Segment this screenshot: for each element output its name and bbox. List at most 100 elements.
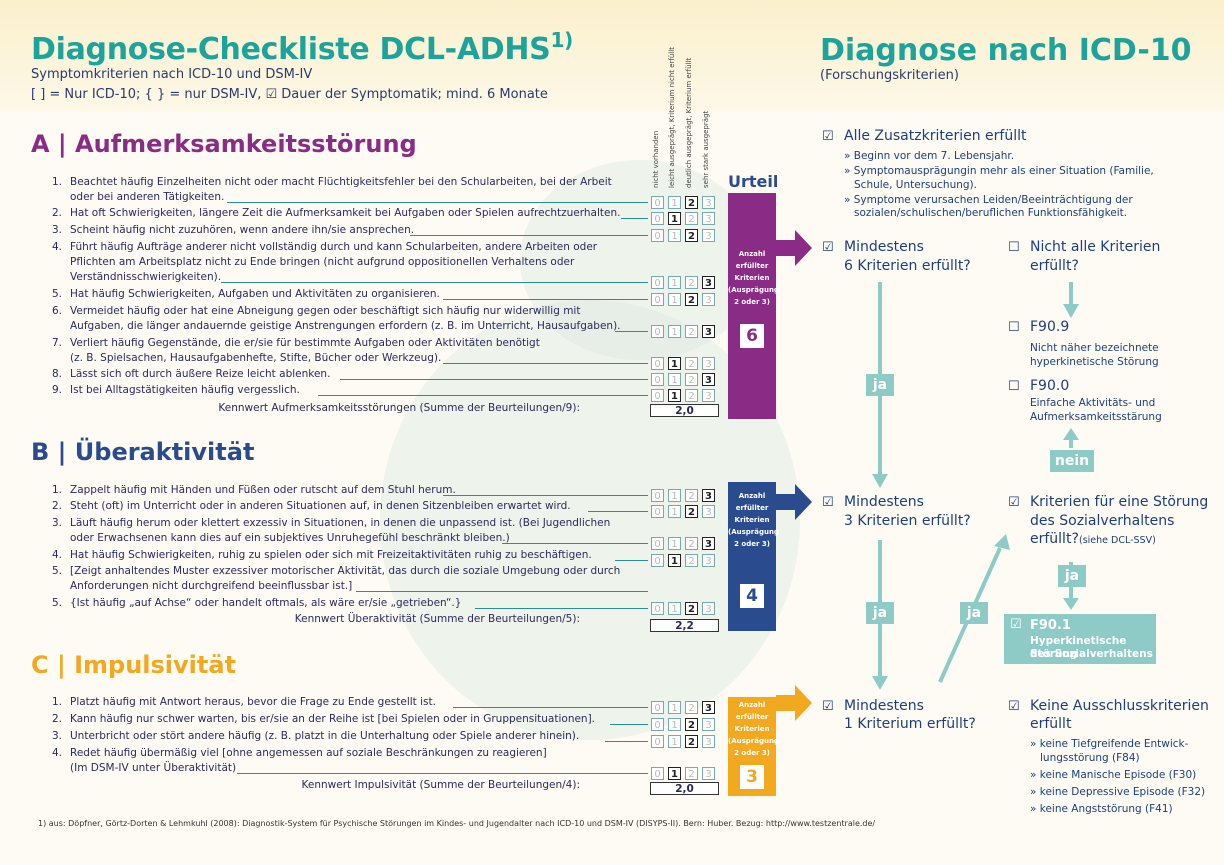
rating-box[interactable]: 3 [702, 373, 715, 386]
rating-box[interactable]: 1 [668, 537, 681, 550]
rating-box[interactable]: 2 [685, 373, 698, 386]
rating-box[interactable]: 0 [651, 389, 664, 402]
rating-box[interactable]: 1 [668, 505, 681, 518]
rating-box[interactable]: 2 [685, 357, 698, 370]
rating-box[interactable]: 2 [685, 701, 698, 714]
rating-box[interactable]: 1 [668, 293, 681, 306]
item-text: Verliert häufig Gegenstände, die er/sie … [70, 337, 540, 349]
rating-box[interactable]: 0 [651, 489, 664, 502]
rating-box[interactable]: 0 [651, 735, 664, 748]
rating-box[interactable]: 1 [668, 212, 681, 225]
rating-box[interactable]: 0 [651, 357, 664, 370]
rating-box[interactable]: 0 [651, 602, 664, 615]
item-text: Hat häufig Schwierigkeiten, ruhig zu spi… [70, 549, 592, 561]
item-number: 5. [51, 288, 62, 300]
item-number: 2. [51, 500, 62, 512]
rating-box[interactable]: 3 [702, 701, 715, 714]
rating-box[interactable]: 2 [685, 554, 698, 567]
rating-box[interactable]: 0 [651, 325, 664, 338]
rating-box[interactable]: 3 [702, 505, 715, 518]
rating-box[interactable]: 1 [668, 767, 681, 780]
rating-box[interactable]: 0 [651, 276, 664, 289]
rating-box[interactable]: 0 [651, 718, 664, 731]
rating-box[interactable]: 0 [651, 701, 664, 714]
item-number: 3. [51, 517, 62, 529]
count-bar-label: Anzahl erfüllter Kriterien (Ausprägung 2… [728, 492, 779, 548]
rating-box[interactable]: 0 [651, 554, 664, 567]
rating-box[interactable]: 2 [685, 602, 698, 615]
rating-box[interactable]: 1 [668, 325, 681, 338]
leader-line [221, 282, 648, 283]
urteil-label: Urteil [728, 172, 779, 191]
rating-box[interactable]: 3 [702, 293, 715, 306]
rating-box[interactable]: 0 [651, 537, 664, 550]
rating-box[interactable]: 2 [685, 537, 698, 550]
rating-box[interactable]: 2 [685, 735, 698, 748]
checked-box-icon: ☑ [1010, 617, 1022, 632]
rating-box[interactable]: 1 [668, 373, 681, 386]
leader-line [588, 511, 648, 512]
page-title: Diagnose-Checkliste DCL-ADHS1) [31, 28, 573, 67]
rating-box[interactable]: 1 [668, 718, 681, 731]
rating-box[interactable]: 3 [702, 325, 715, 338]
leader-line [226, 202, 648, 203]
rating-box[interactable]: 1 [668, 389, 681, 402]
rating-box[interactable]: 2 [685, 212, 698, 225]
kennwert-value-b: 2,2 [650, 619, 719, 632]
leader-line [442, 495, 648, 496]
rating-box[interactable]: 2 [685, 276, 698, 289]
rating-box[interactable]: 1 [668, 735, 681, 748]
rating-box[interactable]: 2 [685, 325, 698, 338]
rating-box[interactable]: 3 [702, 602, 715, 615]
rating-box[interactable]: 2 [685, 389, 698, 402]
rating-box[interactable]: 3 [702, 718, 715, 731]
rating-box[interactable]: 3 [702, 196, 715, 209]
rating-box[interactable]: 2 [685, 718, 698, 731]
rating-box[interactable]: 2 [685, 505, 698, 518]
rating-box[interactable]: 3 [702, 554, 715, 567]
rating-box[interactable]: 1 [668, 489, 681, 502]
checked-box-icon: ☑ [822, 495, 834, 510]
rating-box[interactable]: 1 [668, 229, 681, 242]
ja-label: ja [866, 602, 894, 624]
rating-box[interactable]: 3 [702, 537, 715, 550]
rating-box[interactable]: 2 [685, 229, 698, 242]
rating-box[interactable]: 1 [668, 276, 681, 289]
rating-box[interactable]: 3 [702, 276, 715, 289]
item-text: Platzt häufig mit Antwort heraus, bevor … [70, 696, 436, 708]
rating-box[interactable]: 3 [702, 229, 715, 242]
rating-box[interactable]: 3 [702, 489, 715, 502]
rating-box[interactable]: 2 [685, 293, 698, 306]
item-number: 7. [51, 337, 62, 349]
zusatz-item: » Beginn vor dem 7. Lebensjahr. [844, 150, 1015, 162]
rating-box[interactable]: 0 [651, 196, 664, 209]
rating-box[interactable]: 0 [651, 229, 664, 242]
rating-box[interactable]: 0 [651, 373, 664, 386]
rating-box[interactable]: 2 [685, 489, 698, 502]
rating-box[interactable]: 1 [668, 196, 681, 209]
item-text: Steht (oft) im Unterricht oder in andere… [70, 500, 571, 512]
rating-box[interactable]: 1 [668, 357, 681, 370]
rating-box[interactable]: 1 [668, 701, 681, 714]
rating-box[interactable]: 2 [685, 196, 698, 209]
empty-box-icon: ☐ [1008, 320, 1020, 335]
kennwert-label-c: Kennwert Impulsivität (Summe der Beurtei… [301, 779, 580, 791]
rating-box[interactable]: 0 [651, 767, 664, 780]
f901-text: des Sozialverhaltens [1030, 648, 1153, 660]
ja-label: ja [1058, 565, 1086, 587]
kennwert-label-a: Kennwert Aufmerksamkeitsstörungen (Summe… [218, 402, 580, 414]
rating-box[interactable]: 2 [685, 767, 698, 780]
rating-box[interactable]: 3 [702, 767, 715, 780]
leader-line [237, 773, 648, 774]
rating-box[interactable]: 3 [702, 735, 715, 748]
rating-box[interactable]: 3 [702, 389, 715, 402]
rating-box[interactable]: 1 [668, 602, 681, 615]
rating-box[interactable]: 3 [702, 357, 715, 370]
rating-box[interactable]: 0 [651, 505, 664, 518]
rating-box[interactable]: 0 [651, 293, 664, 306]
count-bar-b: Anzahl erfüllter Kriterien (Ausprägung 2… [728, 482, 779, 631]
diagnosis-subtitle: (Forschungskriterien) [820, 68, 959, 83]
rating-box[interactable]: 1 [668, 554, 681, 567]
rating-box[interactable]: 0 [651, 212, 664, 225]
rating-box[interactable]: 3 [702, 212, 715, 225]
